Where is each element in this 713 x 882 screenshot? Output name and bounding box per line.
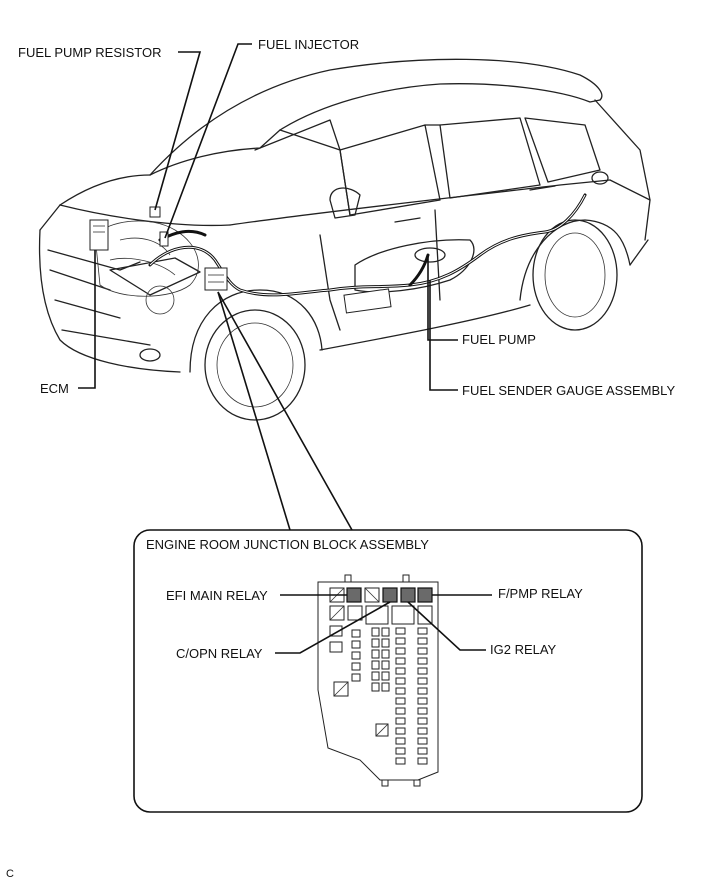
fuse-slot [417, 707, 428, 715]
fuse-slot [417, 657, 428, 665]
label-fuel-pump-resistor: FUEL PUMP RESISTOR [18, 45, 162, 60]
fuse-slot [417, 667, 428, 675]
fuse-slot [417, 627, 428, 635]
fuse-slot [371, 627, 380, 637]
fuse-slot [395, 747, 406, 755]
fuse-slot [371, 682, 380, 692]
fuse-slot [381, 638, 390, 648]
fuse-slot [417, 747, 428, 755]
fuse-slot [417, 637, 428, 645]
f-pmp-relay-slot [417, 587, 433, 603]
fuse-slot [381, 671, 390, 681]
fuse-slot [395, 707, 406, 715]
fuse-slot [417, 757, 428, 765]
fuel-pump-resistor-part [149, 206, 161, 218]
fuse-slot [381, 660, 390, 670]
callout-lines [78, 43, 458, 531]
fuse-rows [351, 627, 428, 765]
fuse-slot [351, 629, 361, 638]
fuse-slot [417, 737, 428, 745]
fuse-slot [351, 673, 361, 682]
junction-block-inset [133, 529, 643, 813]
label-fuel-injector: FUEL INJECTOR [258, 37, 359, 52]
efi-main-relay-slot [346, 587, 362, 603]
c-opn-relay-slot [382, 587, 398, 603]
label-fuel-sender-gauge: FUEL SENDER GAUGE ASSEMBLY [462, 383, 675, 398]
fuse-slot [417, 717, 428, 725]
fuse-slot [395, 737, 406, 745]
fuse-slot [395, 717, 406, 725]
fuse-slot [417, 677, 428, 685]
fuse-slot [395, 687, 406, 695]
fuse-slot [381, 627, 390, 637]
fuse-slot [417, 697, 428, 705]
ecm-module [89, 219, 109, 251]
fuse-slot [381, 682, 390, 692]
label-f-pmp-relay: F/PMP RELAY [498, 586, 583, 601]
fuse-slot [395, 637, 406, 645]
vehicle-illustration [38, 58, 651, 421]
fuse-slot [395, 667, 406, 675]
label-ig2-relay: IG2 RELAY [490, 642, 557, 657]
fuse-slot [417, 687, 428, 695]
fuse-slot [371, 671, 380, 681]
fuse-slot [395, 647, 406, 655]
fuse-slot [395, 727, 406, 735]
fuse-slot [371, 660, 380, 670]
label-engine-room-junction-block: ENGINE ROOM JUNCTION BLOCK ASSEMBLY [146, 537, 429, 552]
fuse-slot [371, 638, 380, 648]
fuse-slot [395, 657, 406, 665]
label-ecm: ECM [40, 381, 69, 396]
fuse-slot [417, 647, 428, 655]
label-efi-main-relay: EFI MAIN RELAY [166, 588, 268, 603]
fuse-slot [351, 640, 361, 649]
fuel-tank [343, 239, 475, 314]
junction-block-on-vehicle [204, 267, 228, 291]
fuse-slot [351, 651, 361, 660]
label-fuel-pump: FUEL PUMP [462, 332, 536, 347]
fuse-slot [371, 649, 380, 659]
fuse-slot [417, 727, 428, 735]
fuse-slot [395, 677, 406, 685]
fuel-injector-part [159, 231, 169, 247]
fuse-slot [395, 757, 406, 765]
label-c-opn-relay: C/OPN RELAY [176, 646, 263, 661]
ig2-relay-slot [400, 587, 416, 603]
footer-code: C [6, 868, 14, 880]
fuse-slot [351, 662, 361, 671]
fuse-slot [381, 649, 390, 659]
fuse-slot [395, 627, 406, 635]
fuse-slot [395, 697, 406, 705]
